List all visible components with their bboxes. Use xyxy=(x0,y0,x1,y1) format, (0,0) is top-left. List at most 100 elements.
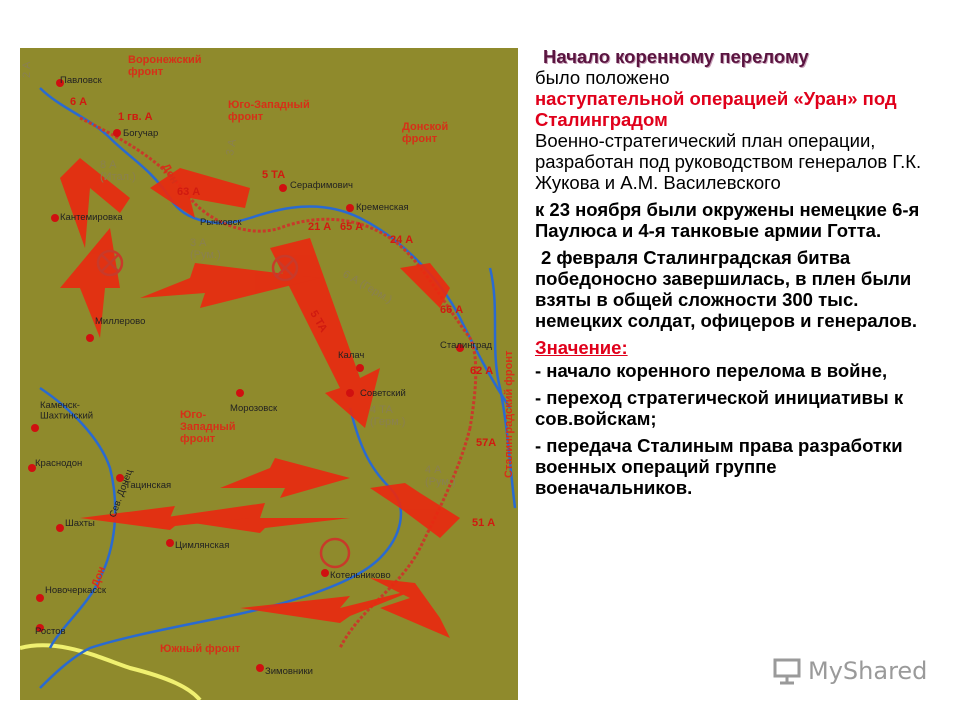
encircle-circle-3 xyxy=(319,537,351,569)
dot-kotelnikovo xyxy=(321,569,329,577)
label-army-rum4: 4 А(Рум.) xyxy=(425,464,456,488)
arrow-kotelnikovo xyxy=(370,578,450,638)
encircle-markers xyxy=(96,249,351,569)
label-city-zimovniki: Зимовники xyxy=(265,666,313,677)
label-city-boguchar: Богучар xyxy=(123,128,158,139)
label-front-stalingrad: Сталинградский фронт xyxy=(503,350,515,478)
presentation-icon xyxy=(773,658,801,685)
text-column: Начало коренному перелому было положено … xyxy=(535,46,935,504)
myshared-watermark: MyShared xyxy=(772,656,927,686)
map-background xyxy=(20,48,518,700)
dot-kremenskaya xyxy=(346,204,354,212)
encircle-cross-2b xyxy=(276,259,294,277)
label-city-sovetsky: Советский xyxy=(360,388,406,399)
title-block: Начало коренному перелому было положено … xyxy=(535,46,935,130)
arrow-south-2 xyxy=(160,503,350,533)
arrow-north-2 xyxy=(60,158,130,248)
front-line-south xyxy=(338,427,472,649)
label-army-2a-hung: 2 А xyxy=(21,61,33,78)
dot-shakhty xyxy=(56,524,64,532)
label-city-kamensk: Каменск-Шахтинский xyxy=(40,400,93,421)
label-city-rychkovsky: Рычковск xyxy=(200,217,242,228)
meaning-heading: Значение: xyxy=(535,337,935,358)
title-text: Начало коренному перелому xyxy=(543,46,809,67)
arrow-south-1 xyxy=(220,458,350,498)
label-city-millerovo: Миллерово xyxy=(95,316,145,327)
label-city-rostov: Ростов xyxy=(35,626,66,637)
plan-paragraph: Военно-стратегический план операции, раз… xyxy=(535,130,922,193)
dot-boguchar xyxy=(113,129,121,137)
city-dots xyxy=(28,79,464,672)
encircle-cross-1b xyxy=(101,254,119,272)
meaning-point-2: - переход стратегической инициативы к со… xyxy=(535,387,904,429)
arrow-west-1 xyxy=(60,228,120,338)
dot-zimovniki xyxy=(256,664,264,672)
operation-uranus-text: наступательной операцией «Уран» под Стал… xyxy=(535,88,897,130)
label-army-5ta-top: 5 ТА xyxy=(262,169,285,181)
encircle-circle-2 xyxy=(271,254,299,282)
arrow-southeast xyxy=(370,483,460,538)
meaning-label: Значение: xyxy=(535,337,628,358)
label-army-62a: 62 А xyxy=(470,365,493,377)
arrow-lower-right xyxy=(240,588,420,623)
label-army-65a: 65 А xyxy=(340,221,363,233)
encircled-paragraph: к 23 ноября были окружены немецкие 6-я П… xyxy=(535,199,920,241)
label-army-1gv: 1 гв. А xyxy=(118,111,153,123)
dot-kalach xyxy=(356,364,364,372)
meaning-point-1: - начало коренного перелома в войне, xyxy=(535,360,888,381)
label-army-57a: 57А xyxy=(476,437,496,449)
dot-kamensk xyxy=(31,424,39,432)
label-city-tsimlyanskaya: Цимлянская xyxy=(175,540,229,551)
arrow-5ta-main xyxy=(270,238,380,428)
encircle-circle-1 xyxy=(96,249,124,277)
label-army-3a: 3 А xyxy=(224,138,239,157)
label-city-novocherkassk: Новочеркасск xyxy=(45,585,107,596)
label-army-rum3: 3 А(Рум.) xyxy=(190,237,221,261)
label-front-southern: Южный фронт xyxy=(160,643,241,655)
arrow-lower-left xyxy=(80,506,250,530)
attack-arrows xyxy=(60,158,460,638)
label-army-6a: 6 А xyxy=(70,96,87,108)
dot-krasnodon xyxy=(28,464,36,472)
label-army-germ4: 4 ТА(Герм.) xyxy=(370,404,405,428)
watermark-text: MyShared xyxy=(808,657,928,685)
label-city-krasnodon: Краснодон xyxy=(35,458,82,469)
label-army-63a: 63 А xyxy=(177,186,200,198)
dot-stalingrad xyxy=(456,344,464,352)
dot-serafimovich xyxy=(279,184,287,192)
dot-kantemirovka xyxy=(51,214,59,222)
label-city-kremenskaya: Кременская xyxy=(356,202,409,213)
victory-paragraph: 2 февраля Сталинградская битва победонос… xyxy=(535,247,918,331)
arrow-right-1 xyxy=(400,263,450,308)
intro-text: было положено xyxy=(535,67,670,88)
label-city-kantemirovka: Кантемировка xyxy=(60,212,123,223)
dot-pavlovsk xyxy=(56,79,64,87)
label-army-51a: 51 А xyxy=(472,517,495,529)
arrow-north-1 xyxy=(150,168,250,218)
front-line-north xyxy=(79,116,478,429)
label-city-kotelnikovo: Котельниково xyxy=(330,570,391,581)
label-city-morozovsk: Морозовск xyxy=(230,403,278,414)
dot-novocherkassk xyxy=(36,594,44,602)
label-city-pavlovsk: Павловск xyxy=(60,75,103,86)
label-army-ital8: 8 А(Итал.) xyxy=(100,159,136,183)
dot-rostov xyxy=(36,624,44,632)
label-army-21a: 21 А xyxy=(308,221,331,233)
dot-morozovsk xyxy=(236,389,244,397)
label-city-shakhty: Шахты xyxy=(65,518,95,529)
dot-millerovo xyxy=(86,334,94,342)
label-city-kalach: Калач xyxy=(338,350,364,361)
river-volga xyxy=(488,267,517,509)
label-army-66a: 66 А xyxy=(440,304,463,316)
dot-tsimlyanskaya xyxy=(166,539,174,547)
label-city-stalingrad: Сталинград xyxy=(440,340,493,351)
label-city-tatsinskaya: Тацинская xyxy=(125,480,171,491)
meaning-point-3: - передача Сталиным права разработки вое… xyxy=(535,435,903,498)
dot-sovetsky xyxy=(346,389,354,397)
river-don xyxy=(39,87,512,409)
label-city-serafimovich: Серафимович xyxy=(290,180,353,191)
